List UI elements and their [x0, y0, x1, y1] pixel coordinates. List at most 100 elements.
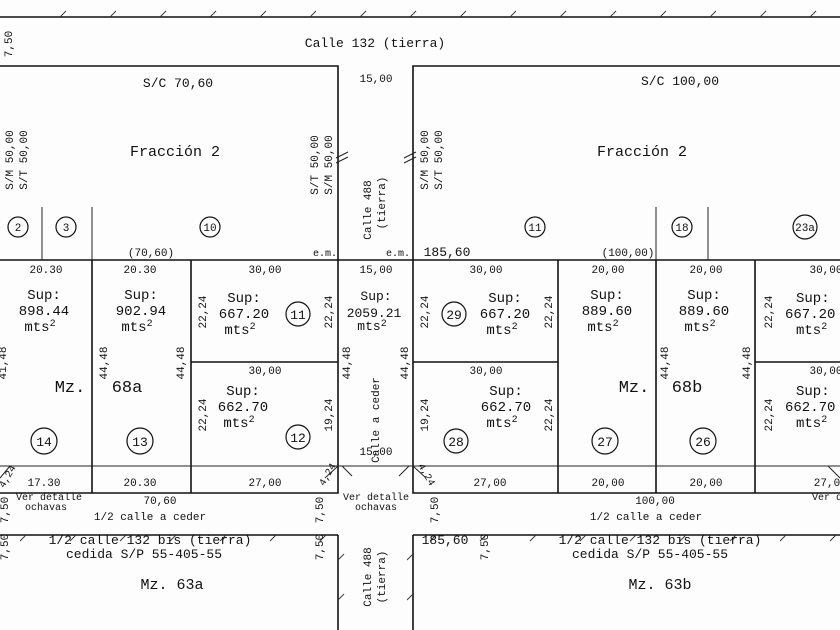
dim: 100,00: [635, 496, 675, 508]
manzana-left-name: 68a: [112, 379, 143, 398]
dim: 7,50: [315, 534, 327, 560]
right-block-outline: [412, 65, 840, 494]
parcel-area: 889.60: [679, 304, 729, 320]
mts-label: mts2: [796, 322, 827, 339]
parcel-number: 26: [695, 435, 711, 450]
dim: 4,24: [0, 464, 19, 490]
dim: 20,00: [689, 478, 722, 490]
sup-label: Sup:: [227, 291, 261, 307]
dim: 19,24: [324, 398, 336, 431]
dim: 44,48: [176, 346, 188, 379]
parcel-number: 28: [448, 435, 464, 450]
dim: 20.30: [123, 478, 156, 490]
em-left: e.m.: [313, 249, 337, 260]
dim: 44,48: [742, 346, 754, 379]
left-block-outline: [0, 65, 339, 494]
parcel-area: 2059.21: [347, 306, 402, 321]
dim: 30,00: [469, 366, 502, 378]
dim: 7,50: [315, 497, 327, 523]
parcel-area: 889.60: [582, 304, 632, 320]
parcel-number: 23a: [795, 223, 815, 235]
parcel-area: 667.20: [785, 307, 835, 323]
dim: 27,00: [473, 478, 506, 490]
sm-left: S/M 50,00: [5, 130, 17, 189]
street-half-left: 1/2 calle a ceder: [94, 512, 206, 524]
fraction-right: Fracción 2: [597, 144, 687, 161]
dim: 7,50: [0, 497, 12, 523]
parcel-number: 27: [597, 435, 613, 450]
sc-left: S/C 70,60: [143, 76, 213, 91]
dim: 15,00: [359, 447, 392, 459]
street-488-upper-sub: (tierra): [377, 177, 389, 230]
sm-mid: S/M 50,00: [324, 135, 336, 194]
parcel-number: 11: [290, 308, 306, 323]
parcel-area: 902.94: [116, 304, 166, 320]
parcel-circles: [7, 214, 818, 455]
st-left: S/T 50,00: [19, 130, 31, 189]
mts-label: mts2: [121, 319, 152, 336]
dim: 30,00: [809, 366, 840, 378]
dim: 19,24: [420, 398, 432, 431]
street-132-bis-right: 1/2 calle 132 bis (tierra): [559, 533, 762, 548]
dim: 20.30: [123, 265, 156, 277]
mts-label: mts2: [224, 322, 255, 339]
parcel-number: 2: [15, 223, 22, 235]
street-132-bis-left-2: cedida S/P 55-405-55: [66, 547, 222, 562]
dim: 22,24: [544, 398, 556, 431]
dim: 22,24: [324, 295, 336, 328]
dim: 44,48: [400, 346, 412, 379]
dim: 44,48: [99, 346, 111, 379]
bottom-hatch: [0, 534, 840, 630]
dim: 22,24: [544, 295, 556, 328]
street-calle-132: Calle 132 (tierra): [305, 36, 445, 51]
total-bottom: 185,60: [422, 533, 469, 548]
dim: 17.30: [27, 478, 60, 490]
dim: 7,50: [480, 534, 492, 560]
street-488-lower: Calle 488: [363, 547, 375, 606]
mts-label: mts2: [223, 415, 254, 432]
street-488-lower-sub: (tierra): [377, 551, 389, 604]
dim: 70,60: [143, 496, 176, 508]
fraction-left: Fracción 2: [130, 144, 220, 161]
dim: 20,00: [689, 265, 722, 277]
sup-label: Sup:: [489, 384, 523, 400]
dim: 27,0: [814, 478, 840, 490]
dim: 20.30: [29, 265, 62, 277]
mts-label: mts2: [587, 319, 618, 336]
dim: 30,00: [809, 265, 840, 277]
sup-label: Sup:: [27, 288, 61, 304]
total-top: 185,60: [424, 245, 471, 260]
dim-left-7-50: 7,50: [4, 31, 16, 57]
note-ver-detalle: Ver detalle: [16, 492, 82, 504]
street-132-bis-right-2: cedida S/P 55-405-55: [572, 547, 728, 562]
parcel-number: 10: [203, 223, 216, 235]
dim: 44,48: [660, 346, 672, 379]
sup-label: Sup:: [687, 288, 721, 304]
mts-label: mts2: [486, 322, 517, 339]
mts-label: mts2: [24, 319, 55, 336]
sup-label: Sup:: [590, 288, 624, 304]
street-488-upper: Calle 488: [363, 180, 375, 239]
sup-label: Sup:: [796, 384, 830, 400]
dim: 15,00: [359, 265, 392, 277]
parcel-number: 13: [132, 435, 148, 450]
dim: 22,24: [198, 295, 210, 328]
st-right: S/T 50,00: [434, 130, 446, 189]
note-ver-detalle: Ver d: [812, 492, 840, 504]
dim: 7,50: [0, 534, 12, 560]
paren-right: (100,00): [602, 248, 655, 260]
paren-left: (70,60): [128, 248, 174, 260]
manzana-63a: Mz. 63a: [140, 577, 203, 594]
dim: 44,48: [342, 346, 354, 379]
mts-label: mts2: [357, 319, 386, 334]
sm-right: S/M 50,00: [420, 130, 432, 189]
manzana-63b: Mz. 63b: [628, 577, 691, 594]
mts-label: mts2: [796, 415, 827, 432]
parcel-number: 18: [675, 223, 688, 235]
sc-right: S/C 100,00: [641, 74, 719, 89]
note-ver-detalle: Ver detalle: [343, 492, 409, 504]
dim: 30,00: [469, 265, 502, 277]
dim: 41,48: [0, 346, 10, 379]
mts-label: mts2: [684, 319, 715, 336]
